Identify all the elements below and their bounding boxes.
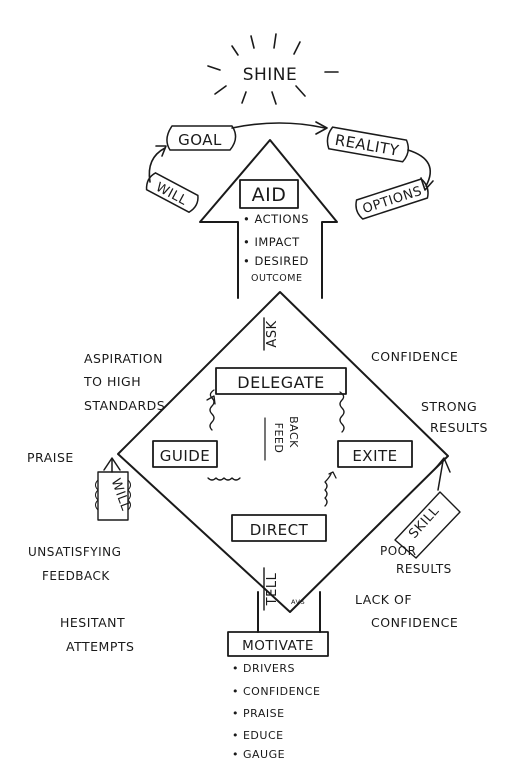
motivate-box: MOTIVATE — [227, 631, 329, 657]
unsatisfying-line-1: UNSATISFYING — [28, 545, 121, 559]
aid-box: AID — [239, 179, 299, 209]
aspiration-line-2: TO HIGH — [83, 374, 141, 389]
lack-line-1: LACK OF — [355, 592, 412, 607]
hesitant-label: HESITANT ATTEMPTS — [60, 615, 134, 654]
hesitant-line-2: ATTEMPTS — [66, 639, 134, 654]
will-banner: WILL — [145, 172, 199, 213]
motivate-item-praise: • PRAISE — [232, 707, 285, 720]
confidence-label: CONFIDENCE — [371, 349, 458, 364]
goal-banner: GOAL — [166, 125, 237, 151]
aid-item-outcome: OUTCOME — [251, 273, 303, 284]
tell-label-group: TELL AVS — [263, 567, 305, 611]
strong-results-label: STRONG RESULTS — [421, 399, 488, 435]
tell-label: TELL — [265, 572, 280, 606]
options-banner: OPTIONS — [355, 178, 429, 220]
lack-of-confidence-label: LACK OF CONFIDENCE — [355, 592, 458, 630]
delegate-label: DELEGATE — [237, 373, 324, 392]
tell-mark: AVS — [291, 598, 305, 606]
motivate-item-confidence: • CONFIDENCE — [232, 685, 320, 698]
feedback-word-1: FEED — [272, 423, 285, 454]
hesitant-line-1: HESITANT — [60, 615, 125, 630]
reality-banner: REALITY — [326, 126, 410, 163]
skill-side-group: SKILL — [394, 457, 461, 559]
cycle-arrows — [148, 121, 434, 191]
unsatisfying-label: UNSATISFYING FEEDBACK — [28, 545, 121, 583]
strong-results-line-2: RESULTS — [430, 420, 488, 435]
motivate-title: MOTIVATE — [242, 638, 314, 654]
goal-label: GOAL — [178, 131, 222, 149]
exite-label: EXITE — [352, 447, 397, 465]
motivate-list: • DRIVERS • CONFIDENCE • PRAISE • EDUCE … — [232, 662, 320, 761]
shine-rays — [207, 33, 339, 105]
guide-label: GUIDE — [160, 447, 211, 465]
aspiration-label: ASPIRATION TO HIGH STANDARDS — [83, 351, 165, 413]
poor-results-line-1: POOR — [380, 544, 416, 558]
bottom-stem — [257, 591, 321, 633]
ask-label-group: ASK — [263, 317, 280, 351]
unsatisfying-line-2: FEEDBACK — [42, 569, 110, 583]
direct-label: DIRECT — [250, 521, 309, 539]
aid-item-impact: • IMPACT — [243, 235, 300, 249]
exite-box: EXITE — [337, 440, 413, 468]
praise-label: PRAISE — [27, 450, 74, 465]
aspiration-line-3: STANDARDS — [84, 398, 165, 413]
will-top-label: WILL — [153, 180, 190, 209]
feedback-center: FEED BACK — [264, 416, 300, 461]
strong-results-line-1: STRONG — [421, 399, 477, 414]
shine-label: SHINE — [243, 65, 298, 85]
feedback-loop-curls — [206, 389, 345, 507]
delegate-box: DELEGATE — [215, 367, 347, 395]
aid-arrow — [199, 139, 338, 299]
aid-title: AID — [252, 184, 287, 206]
diamond-outline — [117, 291, 449, 613]
guide-box: GUIDE — [152, 440, 218, 468]
lack-line-2: CONFIDENCE — [371, 615, 458, 630]
aid-item-actions: • ACTIONS — [243, 212, 309, 226]
poor-results-line-2: RESULTS — [396, 562, 452, 576]
poor-results-label: POOR RESULTS — [380, 544, 452, 576]
motivate-item-gauge: • GAUGE — [232, 748, 285, 761]
will-side-group: WILL — [95, 457, 133, 521]
motivate-item-drivers: • DRIVERS — [232, 662, 295, 675]
aspiration-line-1: ASPIRATION — [84, 351, 163, 366]
aid-item-desired: • DESIRED — [243, 254, 309, 268]
aid-list: • ACTIONS • IMPACT • DESIRED OUTCOME — [243, 212, 309, 284]
ask-label: ASK — [265, 320, 280, 347]
feedback-word-2: BACK — [287, 416, 300, 448]
motivate-item-educe: • EDUCE — [232, 729, 284, 742]
direct-box: DIRECT — [231, 514, 327, 542]
